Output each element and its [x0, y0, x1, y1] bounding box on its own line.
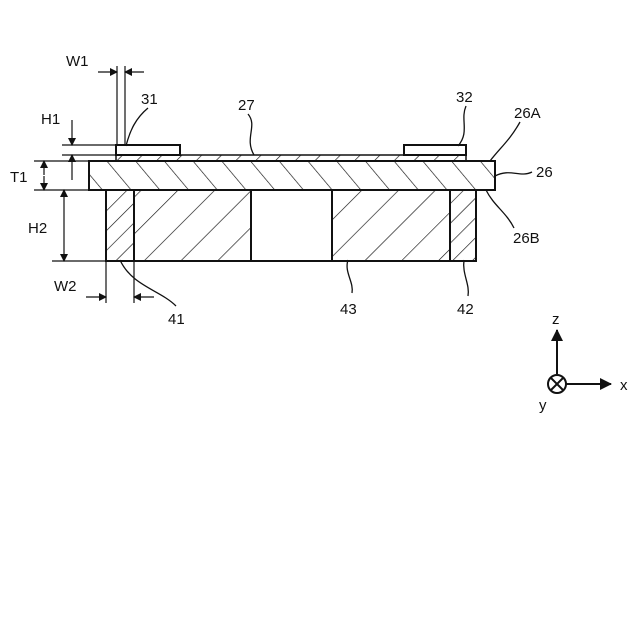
dim-label-w2: W2 — [54, 278, 77, 295]
dim-label-h2: H2 — [28, 220, 47, 237]
leader-27 — [248, 114, 254, 155]
leader-31 — [126, 108, 148, 146]
label-26B: 26B — [513, 230, 540, 247]
pad-31 — [116, 145, 180, 155]
support-center-block-left — [134, 190, 251, 261]
label-43: 43 — [340, 301, 357, 318]
label-26: 26 — [536, 164, 553, 181]
label-32: 32 — [456, 89, 473, 106]
leader-32 — [458, 106, 466, 146]
axis-label-y: y — [539, 397, 547, 414]
support-left-41 — [106, 190, 134, 261]
dim-label-h1: H1 — [41, 111, 60, 128]
label-41: 41 — [168, 311, 185, 328]
axis-label-x: x — [620, 377, 628, 394]
support-center-43 — [332, 190, 450, 261]
label-42: 42 — [457, 301, 474, 318]
axes-indicator: z x y — [539, 311, 628, 414]
axis-label-z: z — [552, 311, 560, 328]
label-31: 31 — [141, 91, 158, 108]
substrate-26 — [89, 161, 495, 190]
support-gap — [251, 190, 332, 261]
label-26A: 26A — [514, 105, 541, 122]
dim-label-t1: T1 — [10, 169, 28, 186]
leader-41 — [120, 260, 176, 306]
support-right-42 — [450, 190, 476, 261]
label-27: 27 — [238, 97, 255, 114]
leader-26A — [490, 122, 520, 161]
leader-26 — [495, 172, 532, 176]
pad-32 — [404, 145, 466, 155]
leader-43 — [347, 260, 352, 293]
leader-26B — [486, 190, 514, 228]
leader-42 — [464, 260, 469, 296]
dim-label-w1: W1 — [66, 53, 89, 70]
